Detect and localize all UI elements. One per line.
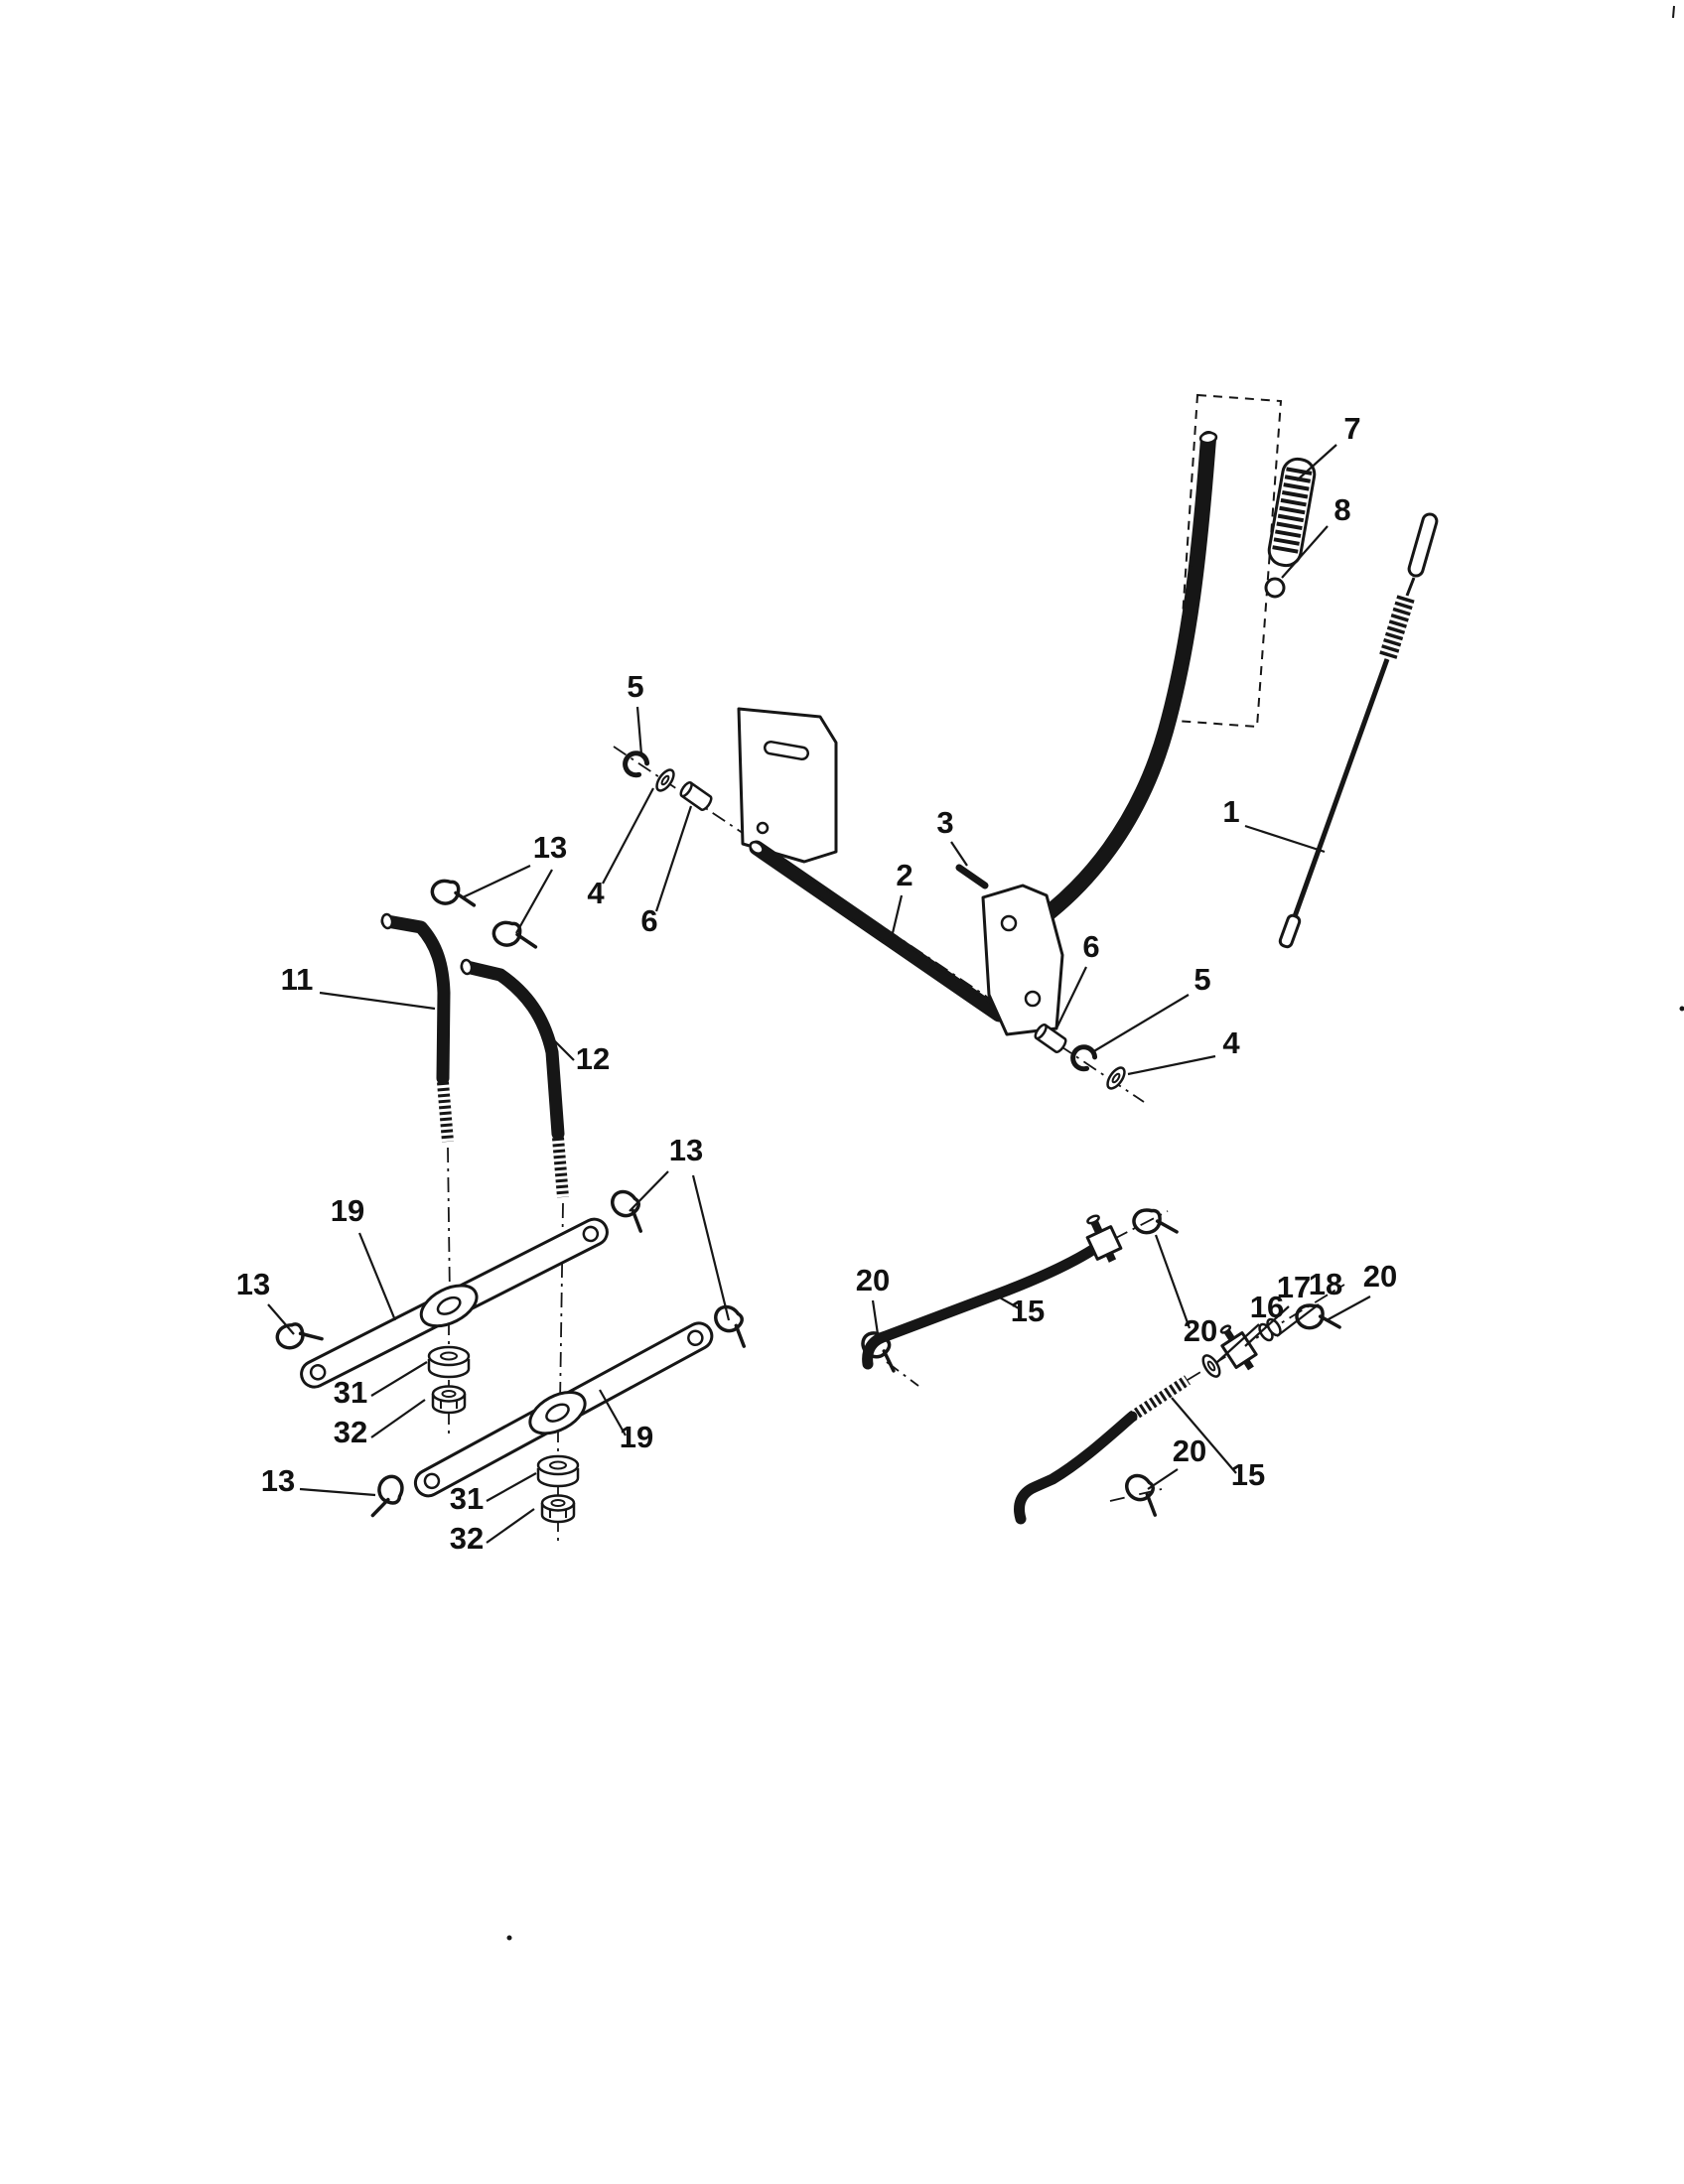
part-label-15-lower: 15 — [1231, 1457, 1265, 1492]
part-label-5-right: 5 — [1193, 962, 1210, 997]
part-label-18: 18 — [1309, 1267, 1342, 1301]
washer-right — [1102, 1063, 1130, 1093]
part-label-1: 1 — [1222, 794, 1239, 829]
part-label-31-upper: 31 — [334, 1375, 367, 1410]
part-label-17: 17 — [1277, 1270, 1311, 1304]
retainer-clip-link-right — [489, 913, 538, 961]
retainer-pin-trunnion-upper — [1128, 1199, 1179, 1249]
part-label-13-links: 13 — [533, 830, 567, 865]
part-label-5-left: 5 — [627, 669, 643, 704]
nut-upper — [431, 1385, 467, 1415]
part-label-13-arms-right: 13 — [669, 1133, 703, 1167]
part-label-7: 7 — [1343, 411, 1360, 446]
lever-extension-dashed-outline — [1174, 393, 1283, 729]
bearing-upper — [427, 1345, 471, 1379]
scan-artifacts — [506, 5, 1684, 1941]
part-label-20-trunnion-lower: 20 — [1363, 1259, 1397, 1294]
lift-shaft — [749, 840, 1007, 1023]
lift-link-left — [380, 912, 454, 1143]
washer-16 — [1198, 1351, 1224, 1381]
part-label-13-arm-upper-left: 13 — [236, 1267, 270, 1301]
part-label-16: 16 — [1250, 1290, 1284, 1324]
retainer-clip-arm-upper-right — [605, 1187, 651, 1233]
washer-left — [651, 765, 679, 795]
lift-rod-lower — [1014, 1375, 1192, 1525]
part-label-4-right: 4 — [1222, 1025, 1240, 1060]
part-label-2: 2 — [896, 858, 912, 892]
part-label-6-left: 6 — [640, 903, 657, 938]
lever-grip — [1267, 457, 1317, 568]
lever-bracket — [981, 884, 1064, 1036]
part-callouts: 7 8 1 5 4 6 13 3 2 6 5 4 11 12 13 19 13 … — [236, 411, 1397, 1556]
leader-lines — [267, 444, 1371, 1544]
retainer-clip-arm-lower-right — [708, 1302, 755, 1348]
part-label-19-lower: 19 — [620, 1420, 653, 1454]
lift-link-right — [460, 958, 569, 1198]
lift-rod-upper — [862, 1214, 1123, 1370]
part-label-20-rod-lower: 20 — [1173, 1433, 1206, 1468]
cable-assembly — [1278, 512, 1439, 949]
part-label-31-lower: 31 — [450, 1481, 484, 1516]
part-label-8: 8 — [1333, 492, 1350, 527]
bushing-left — [677, 779, 715, 813]
part-label-20-rod-upper-left: 20 — [856, 1263, 890, 1297]
lift-arm-upper — [300, 1217, 609, 1389]
part-label-19-upper: 19 — [331, 1193, 364, 1228]
part-label-15-upper: 15 — [1011, 1294, 1045, 1328]
bushing-right — [1032, 1022, 1069, 1055]
part-label-6-right: 6 — [1082, 929, 1099, 964]
part-label-11: 11 — [281, 962, 314, 997]
mounting-plate — [737, 707, 838, 864]
part-label-32-upper: 32 — [334, 1415, 367, 1449]
part-label-12: 12 — [576, 1041, 610, 1076]
grip-ball — [1264, 577, 1286, 599]
bearing-lower — [536, 1454, 580, 1488]
part-label-3: 3 — [936, 805, 953, 840]
lift-lever — [1019, 431, 1218, 937]
nut-lower — [540, 1494, 576, 1524]
part-label-13-arm-lower-left: 13 — [261, 1463, 295, 1498]
lift-arm-lower — [413, 1321, 714, 1498]
part-label-20-trunnion-upper: 20 — [1184, 1313, 1217, 1348]
part-label-32-lower: 32 — [450, 1521, 484, 1556]
roll-pin — [955, 864, 989, 889]
part-label-4-left: 4 — [587, 876, 605, 910]
